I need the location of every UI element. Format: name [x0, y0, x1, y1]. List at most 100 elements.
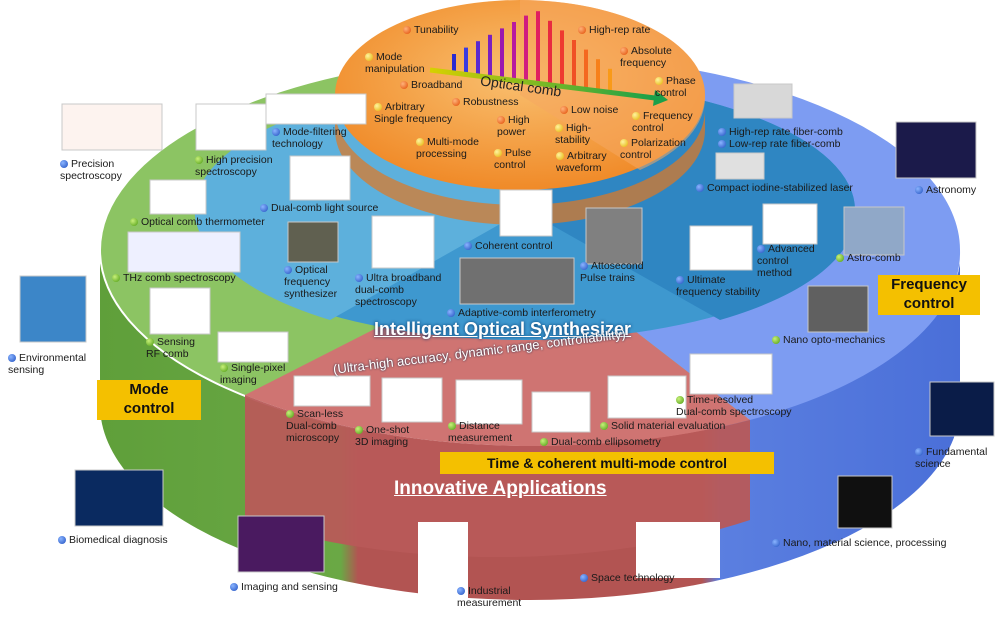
time-control-label: Time & coherent multi-mode control — [440, 452, 774, 474]
bullet-icon — [578, 26, 586, 34]
dual-comb-ellips-label: Dual-comb ellipsometry — [540, 436, 661, 448]
comb-line — [512, 22, 516, 80]
bullet-icon — [540, 438, 548, 446]
sensing-rf-image — [149, 287, 211, 335]
bullet-icon — [497, 116, 505, 124]
attosecond-label: Attosecond Pulse trains — [580, 260, 644, 284]
frequency-control-label: Frequency control — [878, 275, 980, 315]
freq-stability-image — [689, 225, 753, 271]
bullet-icon — [676, 276, 684, 284]
bullet-icon — [58, 536, 66, 544]
high-power-label: High power — [497, 114, 530, 138]
comb-lines — [452, 11, 612, 93]
bullet-icon — [286, 410, 294, 418]
optical-comb-thermometer-label: Optical comb thermometer — [130, 216, 265, 228]
advanced-control-image — [762, 203, 818, 245]
comb-line — [536, 11, 540, 84]
solid-image — [607, 375, 687, 419]
bullet-icon — [464, 242, 472, 250]
precision-spec-label: Precision spectroscopy — [60, 158, 122, 182]
biomedical-label: Biomedical diagnosis — [58, 534, 168, 546]
high-rep-rate-label: High-rep rate — [578, 24, 650, 36]
adaptive-image — [459, 257, 575, 305]
high-rep-fiber-label: High-rep rate fiber-comb — [718, 126, 843, 138]
comb-line — [524, 15, 528, 82]
bullet-icon — [260, 204, 268, 212]
bullet-icon — [555, 124, 563, 132]
bullet-icon — [448, 422, 456, 430]
environmental-label: Environmental sensing — [8, 352, 87, 376]
bullet-icon — [146, 338, 154, 346]
iodine-image — [715, 152, 765, 180]
single-pixel-label: Single-pixel imaging — [220, 362, 286, 386]
top-disc-right — [520, 0, 706, 170]
bullet-icon — [620, 47, 628, 55]
scanless-label: Scan-less Dual-comb microscopy — [286, 408, 344, 444]
bullet-icon — [220, 364, 228, 372]
bullet-icon — [580, 574, 588, 582]
bullet-icon — [696, 184, 704, 192]
thz-comb-label: THz comb spectroscopy — [112, 272, 236, 284]
arbitrary-waveform-label: Arbitrary waveform — [556, 150, 607, 174]
astro-comb-label: Astro-comb — [836, 252, 901, 264]
bullet-icon — [632, 112, 640, 120]
multi-mode-processing-label: Multi-mode processing — [416, 136, 479, 160]
thz-image — [127, 231, 241, 273]
bullet-icon — [365, 53, 373, 61]
coherent-image — [499, 189, 553, 237]
bullet-icon — [556, 152, 564, 160]
bullet-icon — [560, 106, 568, 114]
bullet-icon — [416, 138, 424, 146]
bullet-icon — [620, 139, 628, 147]
comb-line — [464, 47, 468, 74]
synthesizer-title: Intelligent Optical Synthesizer — [374, 319, 632, 339]
bullet-icon — [494, 149, 502, 157]
mode-control-label: Mode control — [97, 380, 201, 420]
nano-material-label: Nano, material science, processing — [772, 537, 946, 549]
bullet-icon — [195, 156, 203, 164]
mode-manipulation-label: Mode manipulation — [365, 51, 425, 75]
ultra-broadband-label: Ultra broadband dual-comb spectroscopy — [355, 272, 442, 308]
bullet-icon — [230, 583, 238, 591]
one-shot-image — [381, 377, 443, 423]
precision-spec-image — [61, 103, 163, 151]
bullet-icon — [130, 218, 138, 226]
single-pixel-image — [217, 331, 289, 363]
bullet-icon — [272, 128, 280, 136]
time-resolved-image — [689, 353, 773, 395]
imaging-sensing-label: Imaging and sensing — [230, 581, 338, 593]
advanced-control-label: Advanced control method — [757, 243, 815, 279]
bullet-icon — [836, 254, 844, 262]
broadband-label: Broadband — [400, 79, 462, 91]
top-disc-lower — [335, 110, 705, 225]
distance-image — [455, 379, 523, 425]
low-noise-label: Low noise — [560, 104, 618, 116]
comb-line — [560, 30, 564, 87]
imaging-image — [237, 515, 325, 573]
space-image — [636, 522, 720, 578]
innovative-band — [245, 395, 750, 558]
bullet-icon — [355, 426, 363, 434]
comb-line — [596, 59, 600, 92]
mode-filtering-label: Mode-filtering technology — [272, 126, 347, 150]
bullet-icon — [112, 274, 120, 282]
fundamental-image — [929, 381, 995, 437]
bullet-icon — [400, 81, 408, 89]
sensing-rf-label: Sensing RF comb — [146, 336, 195, 360]
bullet-icon — [355, 274, 363, 282]
optical-freq-synth-label: Optical frequency synthesizer — [284, 264, 338, 300]
bullet-icon — [452, 98, 460, 106]
bullet-icon — [374, 103, 382, 111]
phase-control-label: Phase control — [655, 75, 696, 99]
astronomy-label: Astronomy — [915, 184, 976, 196]
nano-image — [837, 475, 893, 529]
arbitrary-single-frequency-label: Arbitrary Single frequency — [374, 101, 453, 125]
biomedical-image — [74, 469, 164, 527]
robustness-label: Robustness — [452, 96, 518, 108]
scanless-image — [293, 375, 371, 407]
coherent-control-label: Coherent control — [464, 240, 553, 252]
distance-label: Distance measurement — [448, 420, 513, 444]
high-precision-image — [195, 103, 267, 151]
absolute-frequency-label: Absolute frequency — [620, 45, 672, 69]
